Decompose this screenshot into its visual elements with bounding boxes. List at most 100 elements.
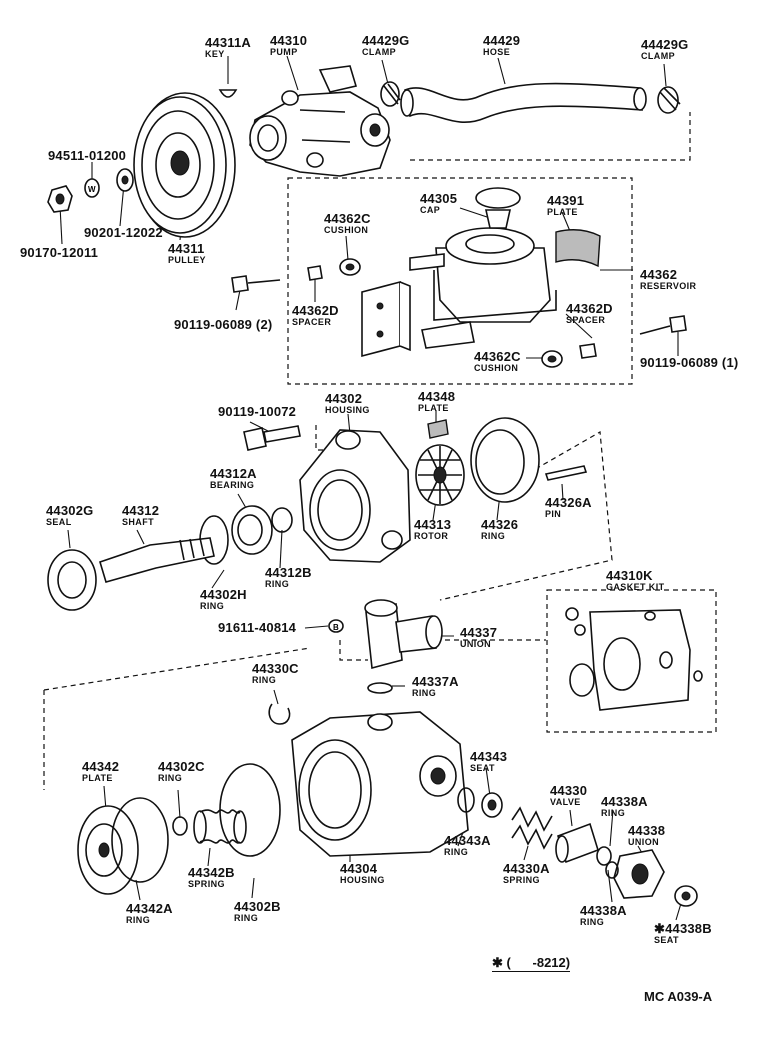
part-name: BEARING	[210, 480, 255, 490]
part-number: ✱44338B	[654, 921, 712, 936]
gasket-kit-44310k	[565, 607, 703, 711]
part-name: UNION	[628, 837, 659, 847]
part-number: 90201-12022	[84, 225, 163, 240]
part-number: 44311A	[205, 35, 252, 50]
part-name: PLATE	[82, 773, 113, 783]
part-label-91611: 91611-40814	[218, 621, 296, 634]
part-name: HOSE	[483, 47, 511, 57]
diagram-code: MC A039-A	[644, 989, 713, 1004]
rotor-44313	[415, 444, 465, 506]
ring-44342a	[111, 797, 169, 883]
part-name: HOUSING	[340, 875, 385, 885]
part-label-90119-06089-1: 90119-06089 (1)	[640, 356, 738, 369]
part-name: VALVE	[550, 797, 581, 807]
housing-44304	[291, 711, 469, 857]
part-number: 44348	[418, 389, 456, 404]
part-number: 44310	[270, 33, 308, 48]
plate-44342	[77, 805, 139, 895]
part-name: RING	[601, 808, 626, 818]
reservoir-44362	[409, 227, 557, 349]
cushion-44362c-upper	[339, 258, 361, 276]
part-number: 44330	[550, 783, 588, 798]
ring-44330c	[268, 703, 291, 725]
part-number: 44342	[82, 759, 120, 774]
part-number: 44429G	[641, 37, 689, 52]
ring-44343a	[457, 787, 475, 813]
part-name: CUSHION	[474, 363, 519, 373]
part-name: CLAMP	[641, 51, 675, 61]
bolt-90119-10072	[243, 425, 301, 451]
part-number: 44312	[122, 503, 160, 518]
nut-90170	[47, 185, 73, 213]
part-name: ROTOR	[414, 531, 449, 541]
housing-44302	[299, 429, 411, 563]
part-number: 44311	[168, 241, 205, 256]
plate-44391	[555, 229, 601, 268]
part-number: 44362D	[292, 303, 339, 318]
part-number: 44310K	[606, 568, 653, 583]
part-number: 44302B	[234, 899, 281, 914]
part-name: PLATE	[418, 403, 449, 413]
washer-94511	[84, 178, 100, 198]
clamp-44429g-right	[657, 86, 681, 114]
part-number: 94511-01200	[48, 148, 127, 163]
bolt-90119-06089-left	[231, 275, 281, 293]
part-number: 90170-12011	[20, 245, 99, 260]
part-number: 90119-06089 (1)	[640, 355, 739, 370]
part-label-90119-10072: 90119-10072	[218, 405, 296, 418]
part-number: 44362D	[566, 301, 613, 316]
part-number: 44342A	[126, 901, 173, 916]
part-number: 44342B	[188, 865, 235, 880]
part-number: 44305	[420, 191, 458, 206]
pump-44310	[249, 65, 391, 177]
bearing-44312a	[231, 505, 273, 555]
part-name: RING	[200, 601, 225, 611]
hose-reference-line	[410, 112, 691, 161]
plate-44348	[427, 419, 449, 439]
part-name: RING	[158, 773, 183, 783]
footnote-range: ✱ ( -8212)	[492, 955, 571, 972]
part-name: PUMP	[270, 47, 298, 57]
bolt-b-mark: B	[333, 623, 339, 632]
gasket-kit-box	[546, 589, 717, 733]
spacer-44362d-left	[307, 265, 323, 281]
ring-44312b	[271, 507, 293, 533]
pulley-44311	[133, 92, 236, 238]
seat-44343	[481, 792, 503, 818]
part-label-94511: 94511-01200	[48, 149, 126, 162]
seal-44302g	[47, 549, 97, 611]
part-number: 90119-10072	[218, 404, 297, 419]
clamp-44429g-left	[380, 81, 401, 107]
part-name: PLATE	[547, 207, 578, 217]
bolt-90119-06089-right	[639, 315, 687, 335]
part-number: 44338A	[580, 903, 627, 918]
part-name: PIN	[545, 509, 562, 519]
part-name: RING	[252, 675, 277, 685]
part-number: 44362	[640, 267, 678, 282]
reservoir-group-box	[287, 177, 633, 385]
part-name: SPRING	[503, 875, 540, 885]
